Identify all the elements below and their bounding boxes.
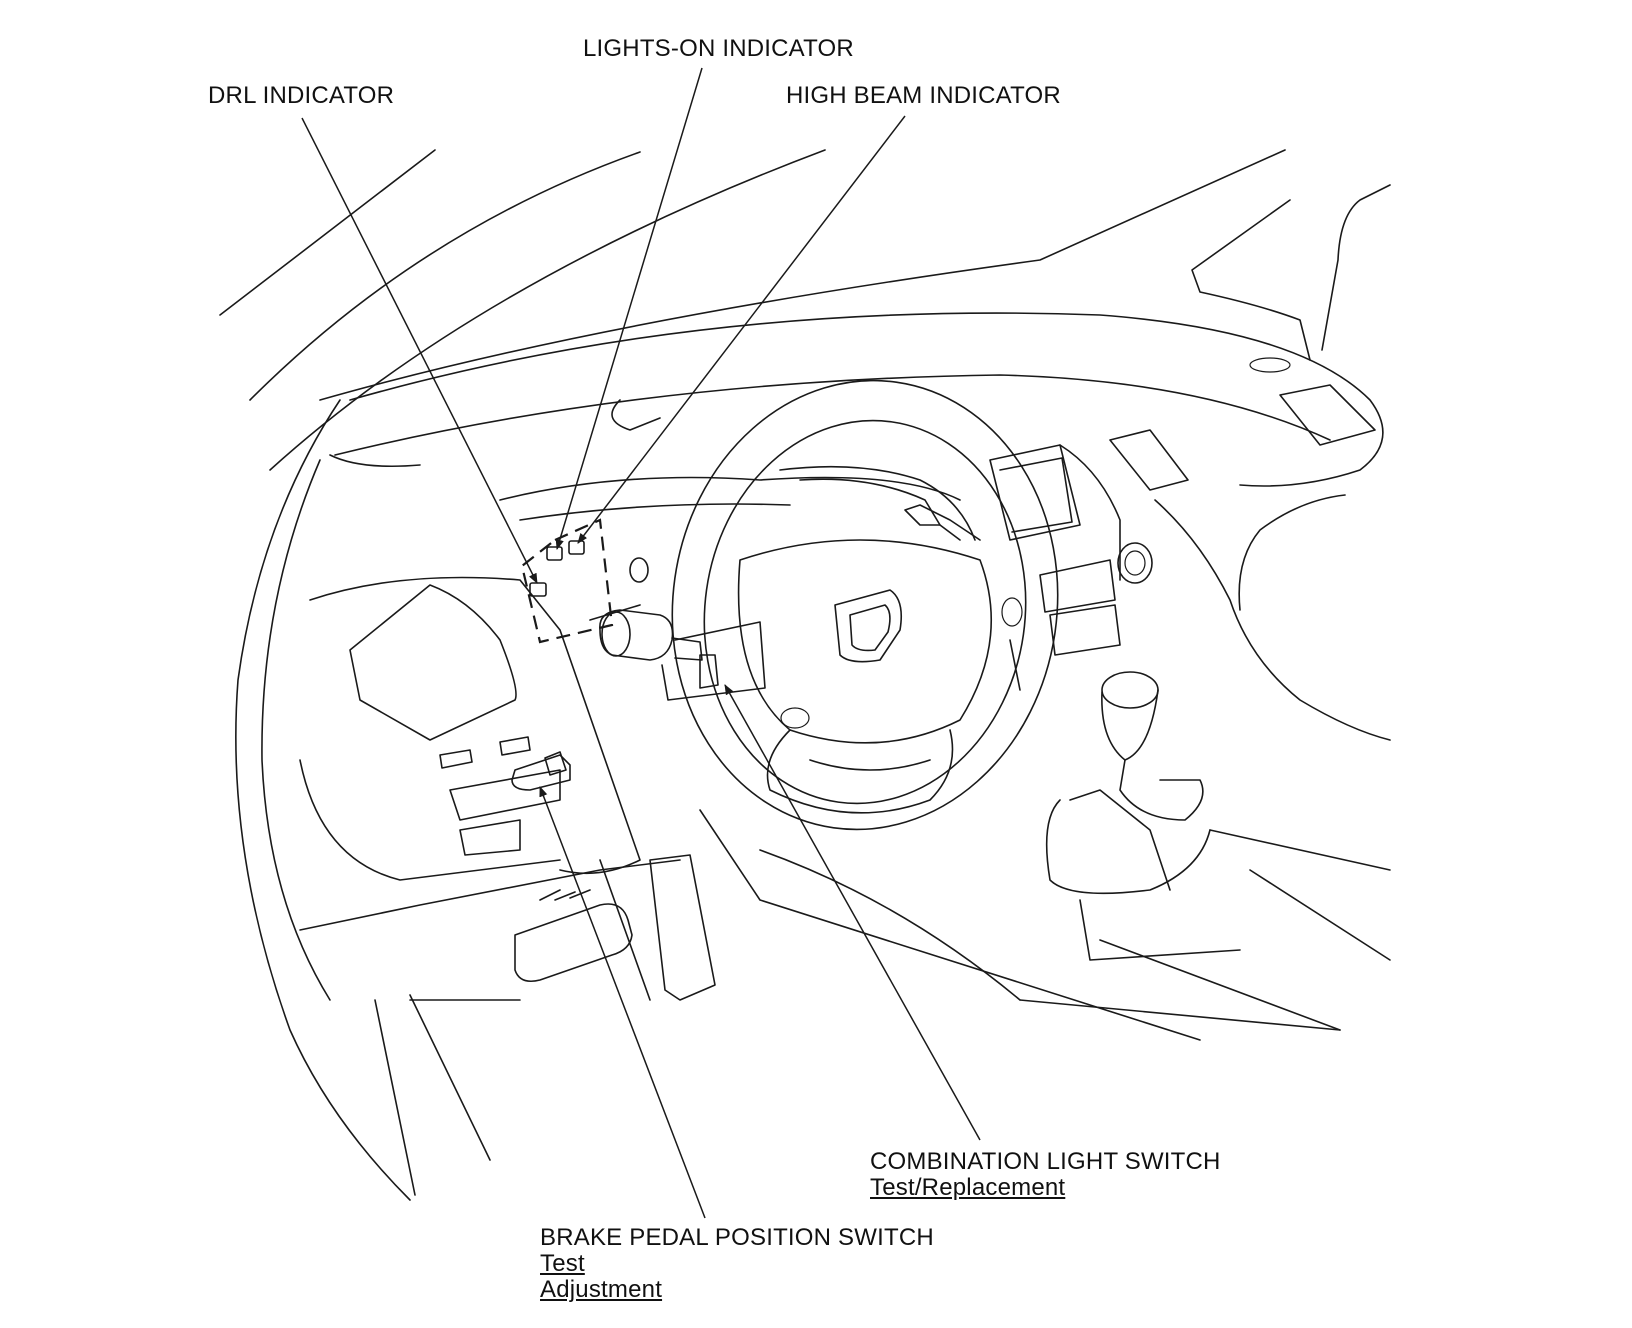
brake-test-link[interactable]: Test [540, 1250, 585, 1277]
drl-indicator-label: DRL INDICATOR [208, 82, 395, 109]
lights-on-leader-line [555, 67, 703, 551]
drl-indicator-lamp [529, 582, 547, 597]
left-body-edge [235, 399, 491, 1201]
dashboard-top [329, 312, 1384, 491]
lights-on-indicator-lamp [546, 546, 563, 561]
combination-light-switch-label: COMBINATION LIGHT SWITCH [870, 1148, 1221, 1175]
combination-switch-drawing [589, 604, 766, 701]
steering-wheel [671, 379, 1059, 831]
pedals-floor [409, 809, 1201, 1041]
high-beam-indicator-lamp [568, 540, 585, 555]
high-beam-indicator-label: HIGH BEAM INDICATOR [786, 82, 1061, 109]
combination-switch-leader-line [724, 684, 981, 1141]
center-stack [989, 444, 1391, 741]
lights-on-indicator-label: LIGHTS-ON INDICATOR [583, 35, 854, 62]
leader-lines [301, 67, 981, 1219]
indicator-area-dashed [520, 518, 614, 644]
gear-shifter [1019, 671, 1391, 1031]
instrument-cluster [499, 465, 976, 583]
lower-dash-panel [299, 576, 681, 931]
drl-leader-line [301, 117, 538, 584]
brake-adjustment-link[interactable]: Adjustment [540, 1276, 663, 1303]
high-beam-leader-line [577, 115, 906, 544]
brake-switch-drawing [511, 751, 571, 791]
combination-test-replacement-link[interactable]: Test/Replacement [870, 1174, 1066, 1201]
brake-switch-leader-line [539, 786, 706, 1219]
brake-pedal-position-switch-label: BRAKE PEDAL POSITION SWITCH [540, 1224, 934, 1251]
windshield-outline [219, 149, 1391, 471]
